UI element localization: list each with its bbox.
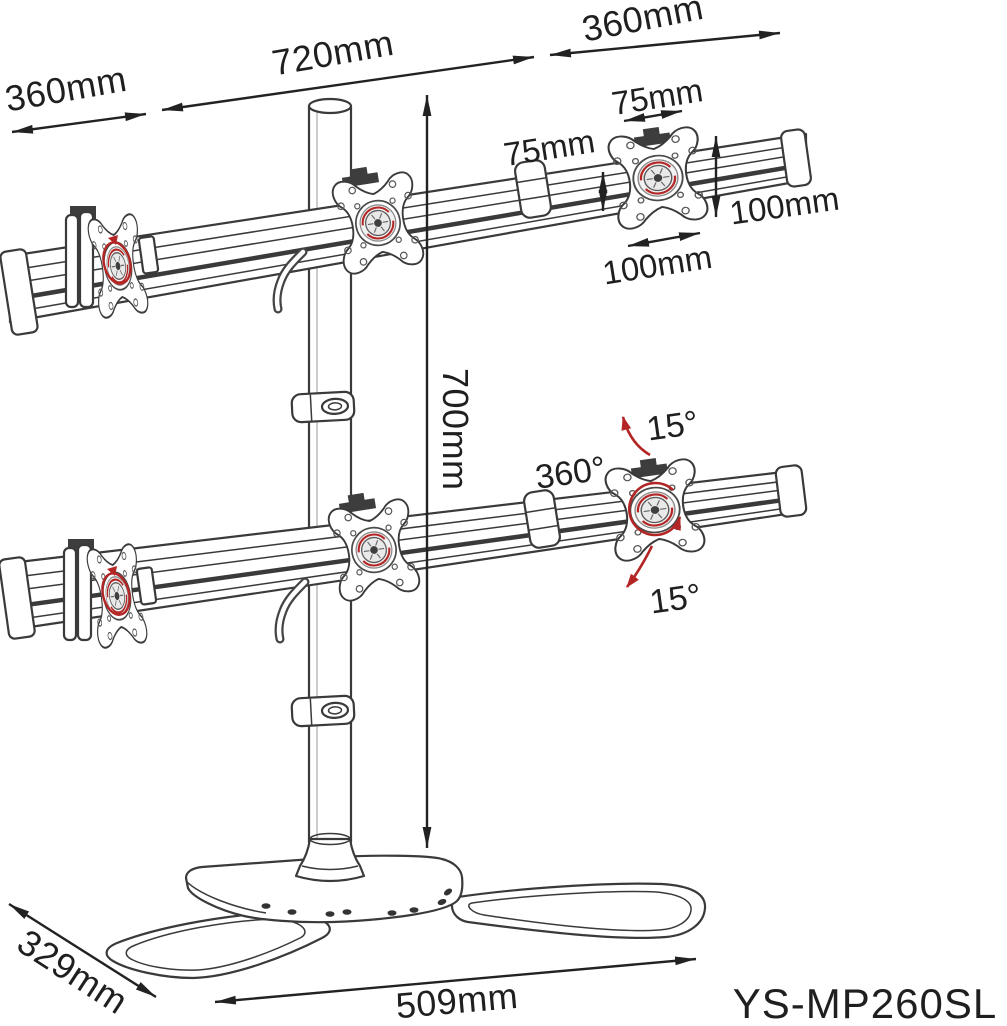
lower-arm-right-endcap: [774, 464, 808, 518]
vesa-height-75-label: 75mm: [501, 122, 597, 173]
lower-arm-left-endcap: [0, 556, 36, 640]
rotation-arrow-lower-left: [107, 566, 117, 576]
upper-arm-left-endcap: [0, 248, 39, 336]
rotation-ring-upper-left: [102, 241, 132, 285]
tilt-up-label: 15°: [644, 404, 700, 449]
rotation-arrow-upper-left: [108, 235, 118, 245]
dim-arrow-vesa-width-100: [627, 231, 701, 248]
vesa-width-100-label: 100mm: [600, 238, 714, 292]
pole-collar-lower: [290, 694, 356, 728]
upper-right-clamp-knob: [633, 126, 671, 148]
tilt-down-arrow: [625, 545, 654, 588]
dimension-lines: [8, 30, 781, 1005]
swivel-label: 360°: [533, 449, 608, 496]
swivel-arc-arrow: [628, 481, 682, 537]
dim-arrow-right-extension: [549, 30, 781, 58]
pole-height-label: 700mm: [435, 368, 476, 491]
dim-arrow-left-extension: [11, 112, 147, 134]
lower-right-clamp-knob: [630, 457, 668, 479]
base-width-label: 509mm: [394, 975, 520, 1026]
crossbar-length-label: 720mm: [269, 22, 397, 84]
model-number: YS-MP260SL: [733, 980, 997, 1026]
dim-arrow-vesa-width-75: [623, 109, 683, 123]
base-cone: [294, 832, 366, 883]
upper-arm-coupler: [514, 159, 552, 219]
pole-collar-upper: [290, 390, 356, 424]
rotation-annotations: [621, 416, 682, 588]
lower-arm-coupler: [523, 489, 561, 549]
base: [105, 832, 707, 980]
rotation-ring-lower-left: [101, 572, 131, 616]
pole-top-cap: [307, 97, 353, 115]
upper-arm-right-endcap: [780, 128, 812, 188]
lower-arm-handle: [274, 577, 310, 644]
tilt-up-arrow: [621, 416, 651, 457]
upper-left-bracket: [64, 206, 160, 309]
lower-center-clamp-knob: [338, 492, 377, 514]
left-extension-label: 360mm: [2, 58, 130, 120]
base-screw-holes: [261, 888, 453, 917]
lower-left-bracket: [62, 539, 158, 642]
vesa-width-75-label: 75mm: [609, 71, 705, 122]
upper-arm-handle: [272, 247, 308, 314]
tilt-down-label: 15°: [647, 577, 703, 622]
dim-arrow-crossbar: [161, 55, 535, 112]
dim-arrow-base-depth: [8, 902, 157, 999]
dim-arrow-base-width: [214, 956, 697, 1005]
